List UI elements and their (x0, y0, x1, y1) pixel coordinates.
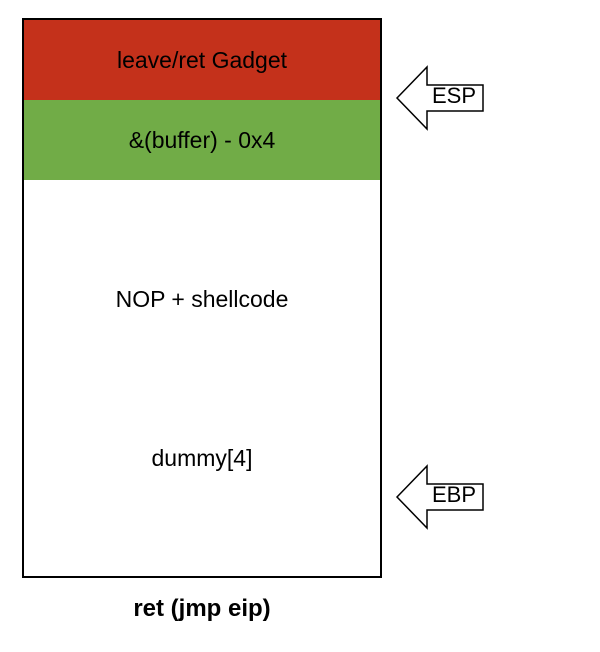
diagram-caption: ret (jmp eip) (133, 595, 271, 622)
stack-cell-label: NOP + shellcode (115, 285, 289, 312)
stack-cell-dummy: dummy[4] (24, 418, 380, 500)
left-arrow-icon (395, 464, 484, 530)
left-arrow-icon (395, 65, 484, 131)
stack-cell-label: &(buffer) - 0x4 (128, 126, 276, 153)
stack-cell-label: leave/ret Gadget (116, 46, 288, 73)
stack-cell-label: dummy[4] (151, 444, 253, 471)
esp-label: ESP (431, 83, 477, 108)
esp-pointer: ESP (395, 65, 486, 131)
stack-cell-empty (24, 498, 380, 576)
stack-cell-nop-shellcode: NOP + shellcode (24, 180, 380, 420)
stack-cell-leave-ret-gadget: leave/ret Gadget (24, 20, 380, 102)
ebp-label: EBP (431, 482, 477, 507)
stack-cell-buffer-address: &(buffer) - 0x4 (24, 100, 380, 182)
ebp-pointer: EBP (395, 464, 486, 530)
stack-diagram: leave/ret Gadget &(buffer) - 0x4 NOP + s… (22, 18, 382, 578)
